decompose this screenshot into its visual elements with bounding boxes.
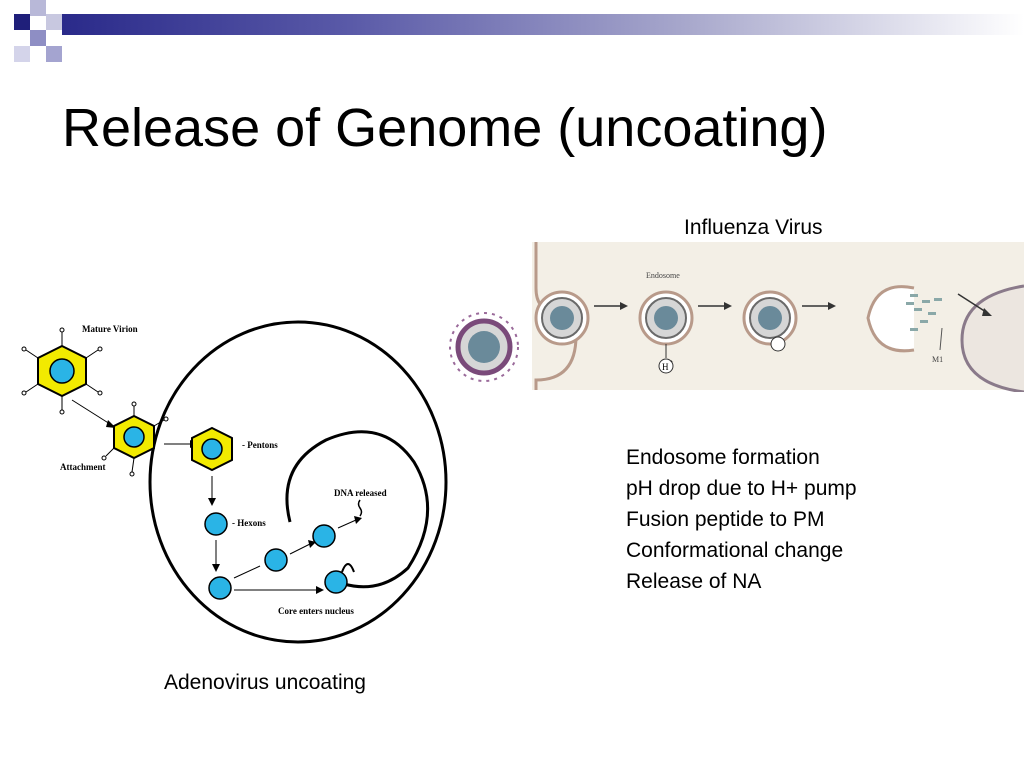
list-item: Release of NA — [626, 570, 762, 593]
arrow-nuclear-import — [957, 293, 987, 313]
deco-square-dark — [14, 14, 30, 30]
m1-label: M1 — [932, 355, 943, 364]
proton-superscript: + — [670, 360, 674, 366]
list-item: Conformational change — [626, 539, 844, 562]
mature-virion-label: Mature Virion — [82, 324, 138, 334]
free-virion — [449, 312, 519, 382]
mature-virion — [21, 327, 103, 415]
fused-endosome — [866, 285, 915, 353]
attachment-label: Attachment — [60, 462, 106, 472]
deco-square-mid — [46, 46, 62, 62]
dna-strand — [357, 499, 363, 517]
endosome-2 — [638, 290, 694, 346]
list-item: Endosome formation — [626, 446, 820, 469]
nuclear-membrane — [285, 430, 430, 589]
adenovirus-uncoating-figure: Mature Virion Attachment - Pentons - Hex… — [21, 320, 448, 644]
nucleus — [960, 284, 1024, 392]
hexons-label: - Hexons — [232, 518, 266, 528]
proton-icon — [658, 358, 674, 374]
core-enters-label: Core enters nucleus — [278, 606, 354, 616]
core-at-pore — [312, 524, 336, 548]
proton-icon-inside — [770, 336, 786, 352]
core-entering — [324, 570, 348, 594]
header-bar — [62, 14, 1024, 35]
attached-virion — [101, 401, 169, 477]
deco-square-light — [14, 46, 30, 62]
deco-square-mid — [30, 30, 46, 46]
deco-square-light — [30, 0, 46, 16]
penton-virion — [191, 426, 233, 472]
cell-membrane — [148, 320, 448, 644]
slide-title: Release of Genome (uncoating) — [62, 98, 828, 158]
list-item: pH drop due to H+ pump — [626, 477, 857, 500]
core-moving — [264, 548, 288, 572]
pentons-label: - Pentons — [242, 440, 278, 450]
list-item: Fusion peptide to PM — [626, 508, 825, 531]
adenovirus-caption: Adenovirus uncoating — [164, 671, 366, 694]
influenza-steps-list: Endosome formation pH drop due to H+ pum… — [626, 442, 857, 597]
core-transport — [208, 576, 232, 600]
endosome-3 — [742, 290, 798, 346]
influenza-caption: Influenza Virus — [684, 216, 823, 239]
influenza-uncoating-figure: Endosome H M1 + — [449, 242, 1024, 392]
endosome-1 — [534, 290, 590, 346]
endosome-label: Endosome — [646, 271, 680, 280]
arrow-attach — [71, 399, 111, 425]
released-rnp — [906, 294, 942, 331]
core-hexons — [204, 512, 228, 536]
proton-label: H — [662, 362, 669, 372]
deco-square-light — [46, 14, 62, 30]
dna-released-label: DNA released — [334, 488, 387, 498]
